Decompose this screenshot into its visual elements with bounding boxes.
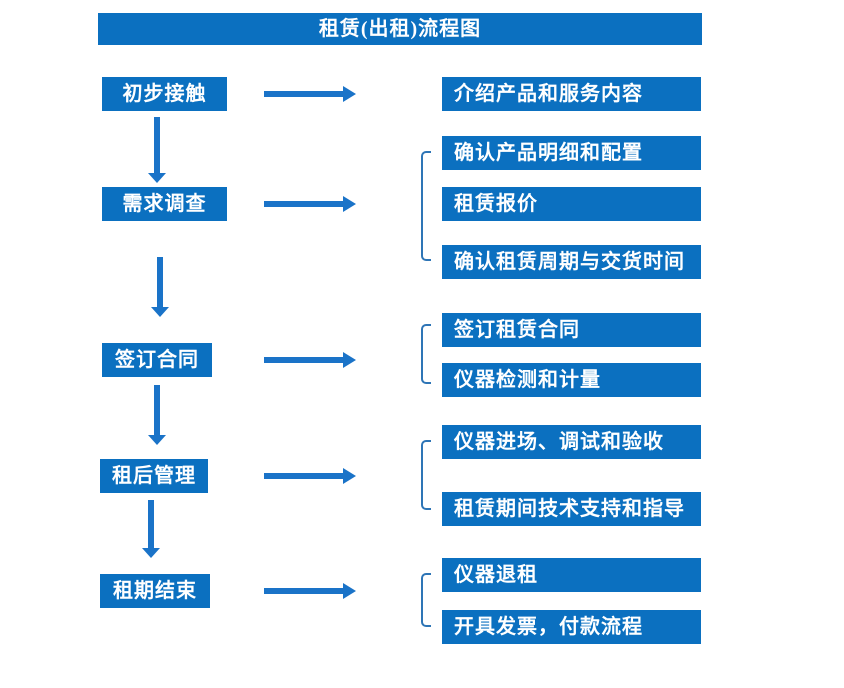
- right-arrow-2-shaft: [264, 201, 343, 207]
- group-bracket-lease-end: [421, 573, 431, 627]
- right-arrow-4-head: [343, 468, 356, 484]
- stage-box-initial-contact: 初步接触: [102, 77, 227, 111]
- right-arrow-4: [264, 468, 356, 484]
- output-box-introduce-products: 介绍产品和服务内容: [442, 77, 701, 111]
- down-arrow-4-shaft: [148, 500, 154, 548]
- right-arrow-1-shaft: [264, 91, 343, 97]
- group-bracket-demand-survey: [421, 151, 431, 261]
- right-arrow-5-head: [343, 583, 356, 599]
- right-arrow-4-shaft: [264, 473, 343, 479]
- down-arrow-1-head: [148, 173, 166, 183]
- output-box-instrument-setup: 仪器进场、调试和验收: [442, 425, 701, 459]
- right-arrow-2-head: [343, 196, 356, 212]
- stage-box-lease-end: 租期结束: [100, 574, 210, 608]
- right-arrow-3: [264, 352, 356, 368]
- down-arrow-4: [142, 500, 160, 558]
- output-box-instrument-testing: 仪器检测和计量: [442, 363, 701, 397]
- output-box-instrument-return: 仪器退租: [442, 558, 701, 592]
- right-arrow-3-shaft: [264, 357, 343, 363]
- output-box-sign-rental-contract: 签订租赁合同: [442, 313, 701, 347]
- stage-box-post-rental-mgmt: 租后管理: [100, 459, 208, 493]
- down-arrow-3-shaft: [154, 385, 160, 435]
- right-arrow-1: [264, 86, 356, 102]
- output-box-confirm-details: 确认产品明细和配置: [442, 136, 701, 170]
- right-arrow-2: [264, 196, 356, 212]
- right-arrow-5-shaft: [264, 588, 343, 594]
- output-box-tech-support: 租赁期间技术支持和指导: [442, 492, 701, 526]
- diagram-title: 租赁(出租)流程图: [98, 13, 702, 45]
- output-box-rental-quotation: 租赁报价: [442, 187, 701, 221]
- down-arrow-1-shaft: [154, 117, 160, 173]
- right-arrow-1-head: [343, 86, 356, 102]
- down-arrow-2: [151, 257, 169, 317]
- down-arrow-2-head: [151, 307, 169, 317]
- stage-box-demand-survey: 需求调查: [102, 187, 227, 221]
- stage-box-sign-contract: 签订合同: [102, 343, 212, 377]
- output-box-confirm-period: 确认租赁周期与交货时间: [442, 245, 701, 279]
- group-bracket-sign-contract: [421, 324, 431, 384]
- down-arrow-4-head: [142, 548, 160, 558]
- output-box-invoice-payment: 开具发票，付款流程: [442, 610, 701, 644]
- down-arrow-1: [148, 117, 166, 183]
- down-arrow-3: [148, 385, 166, 445]
- right-arrow-5: [264, 583, 356, 599]
- down-arrow-3-head: [148, 435, 166, 445]
- group-bracket-post-rental-mgmt: [421, 440, 431, 510]
- right-arrow-3-head: [343, 352, 356, 368]
- down-arrow-2-shaft: [157, 257, 163, 307]
